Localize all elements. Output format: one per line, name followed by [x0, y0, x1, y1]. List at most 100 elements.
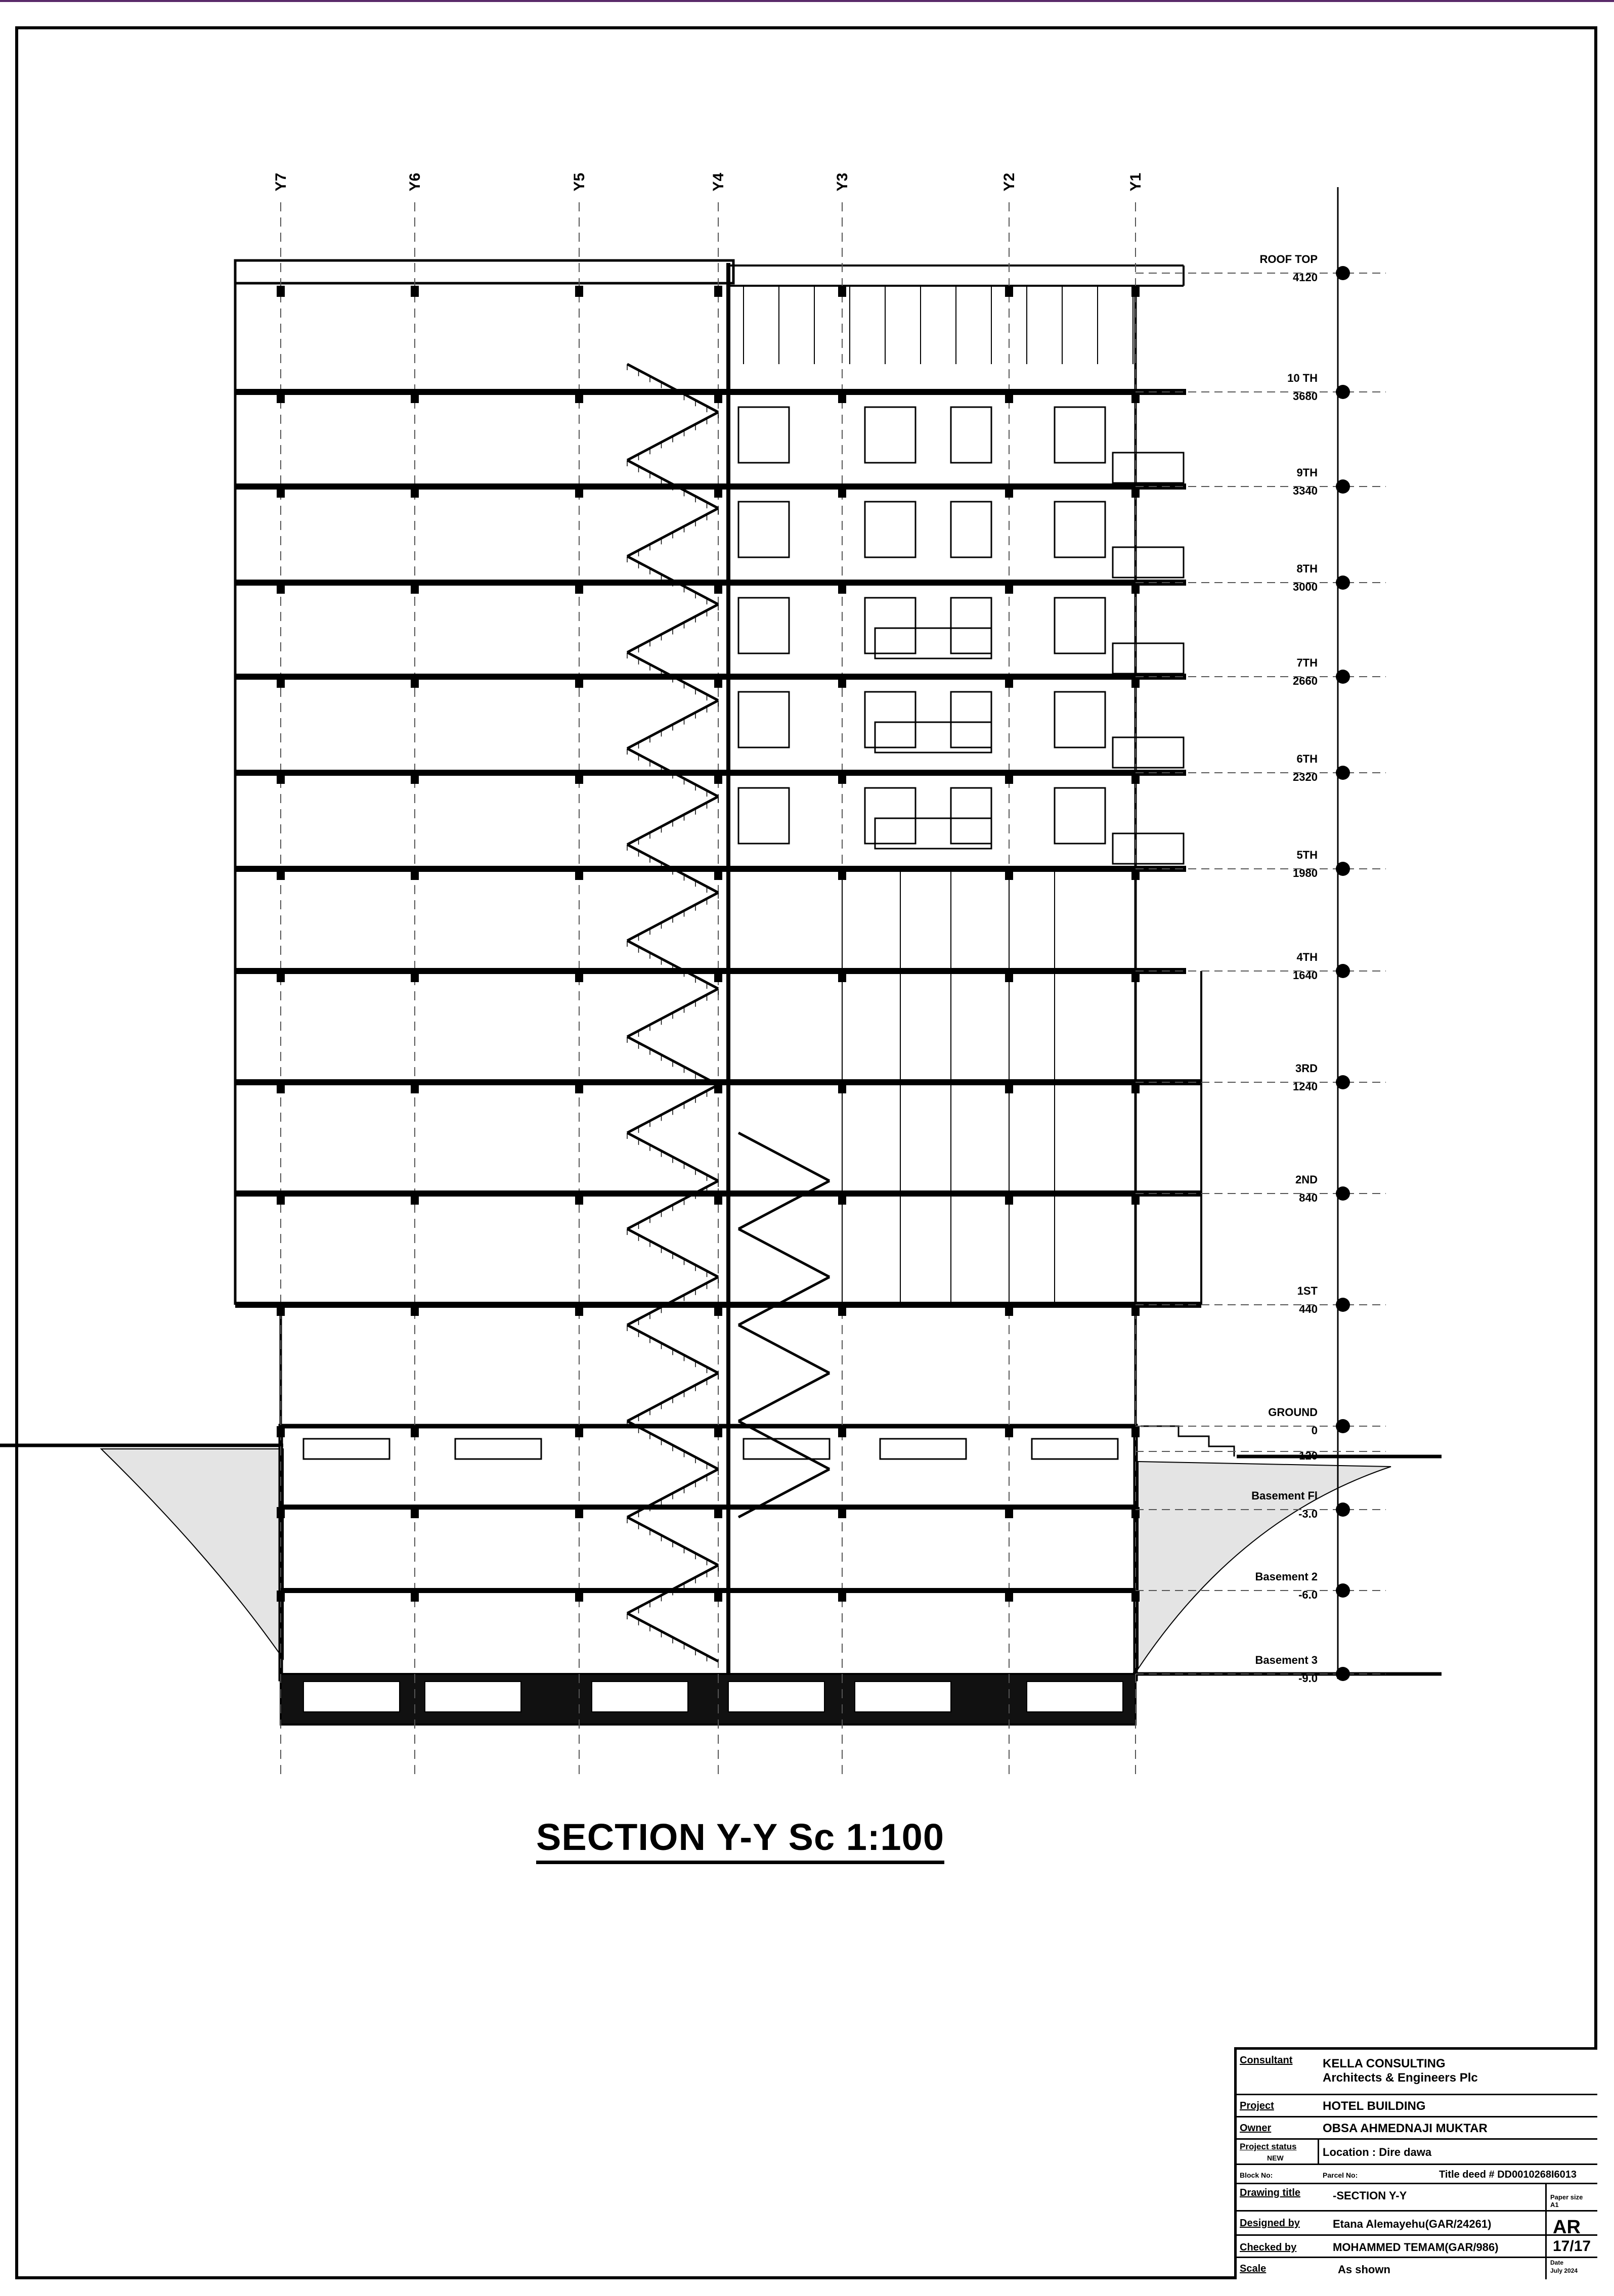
tb-block-label: Block No: [1240, 2171, 1273, 2179]
level-elevation: 4120 [1293, 271, 1318, 284]
grid-axis-label: Y4 [710, 172, 727, 191]
column-head [838, 773, 846, 784]
column-head [714, 1305, 722, 1316]
column-head [714, 869, 722, 880]
level-datum-icon [1336, 1583, 1350, 1598]
stair-flight [737, 1179, 831, 1230]
tb-row-consultant: Consultant KELLA CONSULTING Architects &… [1237, 2050, 1597, 2095]
level-name: 4TH [1296, 951, 1318, 963]
column-head [575, 1194, 583, 1205]
column-head [1131, 392, 1140, 403]
level-marker: GROUND 0 [1136, 1406, 1386, 1437]
column-head [1005, 487, 1013, 498]
column-head [277, 583, 285, 594]
tb-row-status: Project status NEW Location : Dire dawa [1237, 2140, 1597, 2165]
level-elevation: 840 [1299, 1191, 1318, 1204]
drawing-frame [15, 26, 1597, 2279]
level-marker: -120 [1136, 1449, 1386, 1462]
tb-consultant-sub: Architects & Engineers Plc [1323, 2071, 1478, 2085]
column-head [1131, 1426, 1140, 1437]
facade-window [864, 691, 917, 748]
column-head [277, 1591, 285, 1602]
column-head [277, 1426, 285, 1437]
column-head [838, 286, 846, 297]
level-marker: Basement Fl-3.0 [1136, 1489, 1386, 1520]
floor-slabs [235, 286, 1201, 1602]
tb-row-scale: Scale As shown [1237, 2258, 1597, 2282]
column-head [1131, 583, 1140, 594]
facade-elements [302, 286, 1185, 1712]
column-head [838, 677, 846, 688]
column-head [1005, 1426, 1013, 1437]
level-name: GROUND [1268, 1406, 1318, 1419]
level-elevation: 1240 [1293, 1080, 1318, 1093]
level-datum-icon [1336, 1503, 1350, 1517]
title-block: Consultant KELLA CONSULTING Architects &… [1234, 2047, 1597, 2279]
foundation-void [303, 1681, 400, 1712]
level-datum-icon [1336, 1298, 1350, 1312]
column-head [714, 1507, 722, 1518]
tb-status-value: NEW [1267, 2154, 1284, 2162]
column-head [277, 286, 285, 297]
tb-scale-value: As shown [1338, 2263, 1390, 2276]
tb-owner-label: Owner [1240, 2123, 1272, 2134]
column-head [575, 1426, 583, 1437]
facade-window [950, 406, 992, 464]
basement-opening [743, 1438, 831, 1460]
column-head [277, 392, 285, 403]
tb-drawing-title-value: -SECTION Y-Y [1333, 2189, 1407, 2202]
level-name: 3RD [1295, 1062, 1318, 1075]
grid-axis-y7: Y7 [273, 173, 289, 1780]
level-marker: Basement 2-6.0 [1136, 1570, 1386, 1601]
tb-status-label: Project status [1240, 2142, 1297, 2151]
column-head [411, 1426, 419, 1437]
floor-slab [235, 968, 1186, 974]
column-head [1005, 583, 1013, 594]
column-head [838, 583, 846, 594]
column-head [277, 971, 285, 982]
column-head [1005, 1305, 1013, 1316]
column-head [1005, 1591, 1013, 1602]
tb-sheet-number: 17/17 [1553, 2238, 1591, 2255]
column-head [838, 1426, 846, 1437]
level-name: 2ND [1295, 1173, 1318, 1186]
level-elevation: 2660 [1293, 675, 1318, 687]
column-head [277, 1305, 285, 1316]
tb-row-drawing-title: Drawing title -SECTION Y-Y Paper size A1 [1237, 2184, 1597, 2212]
column-head [575, 583, 583, 594]
column-head [277, 1082, 285, 1093]
tb-consultant-name: KELLA CONSULTING [1323, 2057, 1446, 2070]
basement-opening [879, 1438, 967, 1460]
level-name: Basement 2 [1255, 1570, 1318, 1583]
floor-slab [235, 770, 1186, 776]
tb-row-parcel: Block No: Parcel No: Title deed # DD0010… [1237, 2165, 1597, 2184]
level-datum-icon [1336, 766, 1350, 780]
level-elevation: 1980 [1293, 867, 1318, 879]
column-head [714, 677, 722, 688]
basement-opening [302, 1438, 390, 1460]
facade-balcony [1112, 736, 1185, 769]
level-name: 6TH [1296, 753, 1318, 765]
column-head [714, 392, 722, 403]
column-head [714, 286, 722, 297]
level-elevation: -120 [1295, 1449, 1318, 1462]
facade-window [950, 691, 992, 748]
column-head [411, 583, 419, 594]
level-datum-icon [1336, 266, 1350, 280]
level-elevation: 440 [1299, 1303, 1318, 1315]
facade-window [737, 501, 790, 558]
facade-window [1054, 501, 1106, 558]
basement-opening [454, 1438, 542, 1460]
column-head [411, 286, 419, 297]
level-datum-icon [1336, 964, 1350, 978]
level-elevation: 3340 [1293, 484, 1318, 497]
facade-window [950, 597, 992, 654]
level-elevation: 0 [1312, 1424, 1318, 1437]
floor-slab [235, 674, 1186, 680]
tb-location-value: Location : Dire dawa [1323, 2146, 1432, 2158]
column-head [1131, 1507, 1140, 1518]
tb-drawing-title-label: Drawing title [1240, 2187, 1301, 2198]
facade-window [950, 501, 992, 558]
